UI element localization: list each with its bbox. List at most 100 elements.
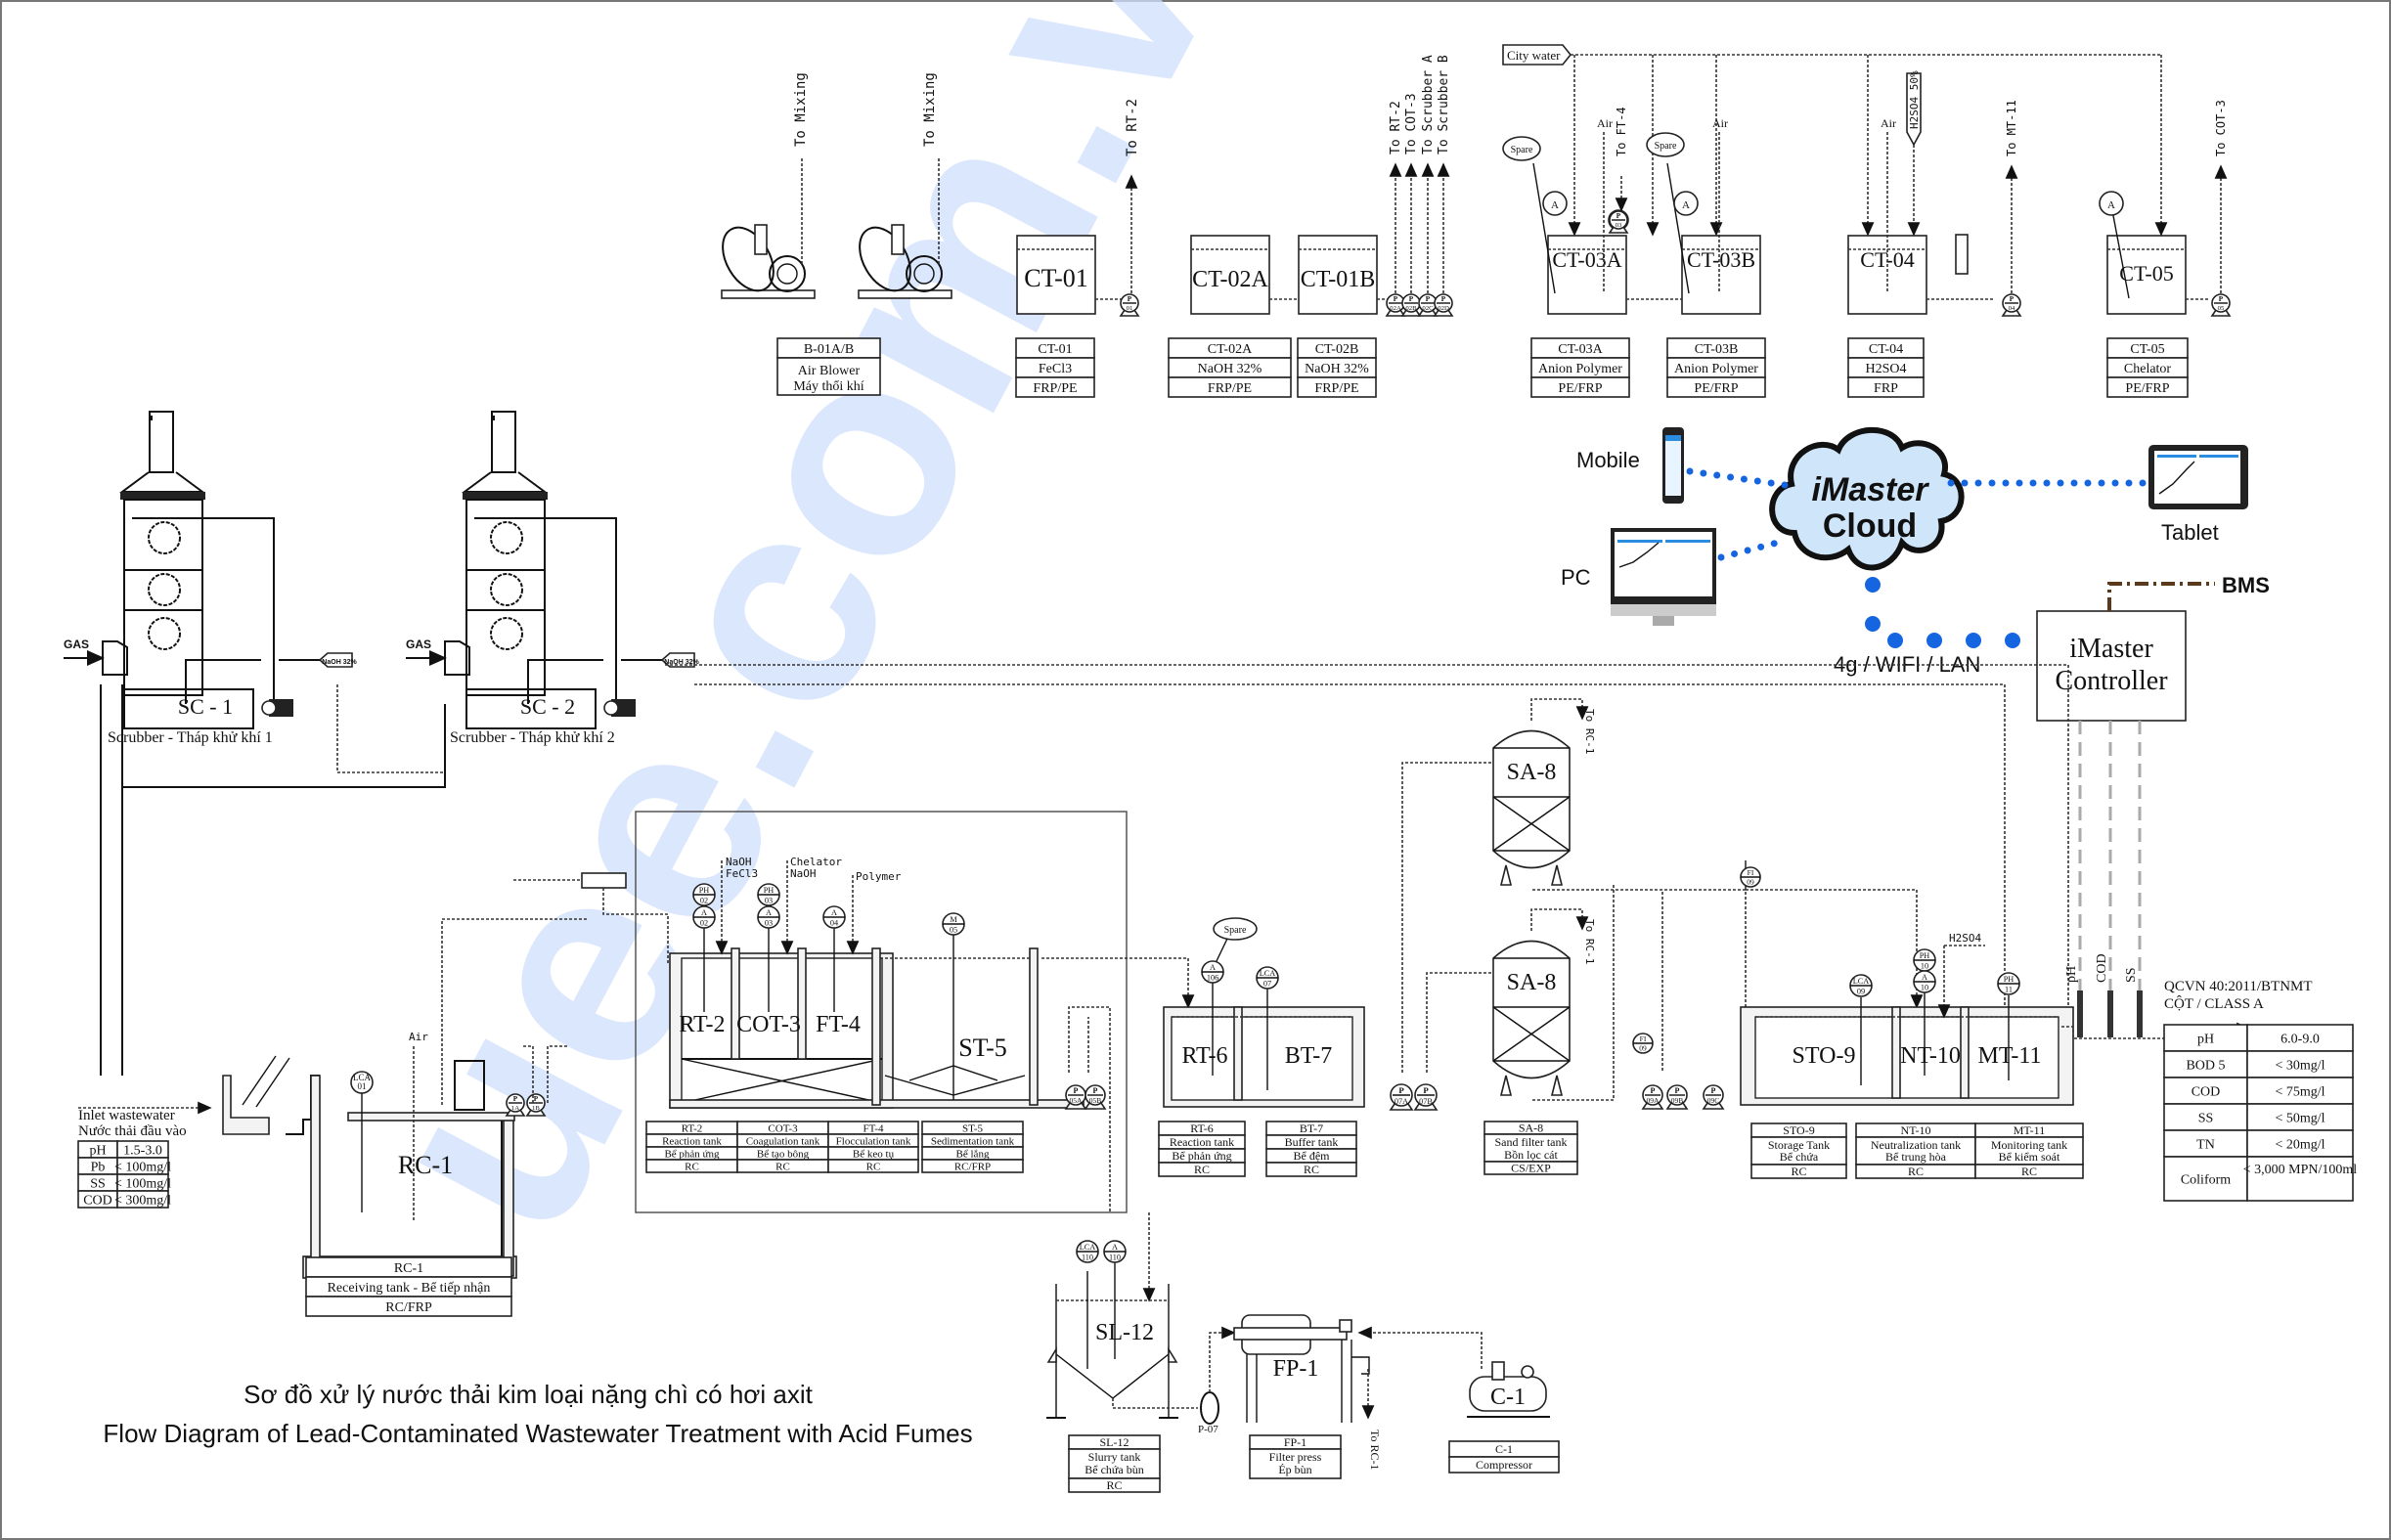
to-label: To MT-11 (2005, 100, 2018, 156)
table-cell (921, 1159, 1024, 1173)
pump-number: 02A (1390, 305, 1401, 312)
city-water-label: City water (1507, 48, 1561, 63)
to-label: To Scrubber A (1421, 55, 1436, 154)
pump-number: 03 (1616, 222, 1622, 229)
pump-number: 1B (532, 1105, 540, 1112)
tank-label: CT-02A (1192, 267, 1268, 292)
table-cell-text: CT-03B (1695, 342, 1739, 357)
table-cell-text: RC (2021, 1165, 2037, 1178)
pump-icon: P1B (525, 1093, 547, 1117)
dosing-label: FeCl3 (726, 867, 758, 880)
table-cell-text: Máy thổi khí (793, 379, 863, 394)
pump-number: 02B (1405, 305, 1417, 312)
table-cell (827, 1159, 919, 1173)
table-cell (1750, 1136, 1847, 1166)
instrument-bubble: A02 (692, 905, 716, 929)
instrument-bubble: A03 (757, 905, 780, 929)
to-rc-1-label: To RC-1 (1583, 919, 1596, 964)
gas-label: GAS (406, 638, 431, 651)
to-rc-1-label: To RC-1 (1583, 709, 1596, 754)
table-cell-text: Bể chứa bùn (1085, 1463, 1144, 1476)
sand-filter-tank: SA-8To RC-1 (1492, 698, 1596, 886)
instrument-number: 07 (1263, 979, 1271, 988)
table-cell-text: FeCl3 (1039, 362, 1072, 376)
table-cell-text: RC (685, 1161, 699, 1172)
table-cell-text: Bể lắng (956, 1148, 990, 1160)
table-cell (1249, 1448, 1342, 1479)
table-cell-text: < 50mg/l (2275, 1111, 2325, 1125)
pump-tag: P (1398, 1085, 1404, 1095)
table-cell (2246, 1103, 2354, 1131)
table-cell-text: Neutralization tank (1871, 1138, 1961, 1152)
instrument-number: 05 (950, 925, 957, 934)
table-cell-text: H2SO4 (1865, 362, 1906, 376)
table-cell-text: CT-02A (1208, 342, 1253, 357)
table-cell-text: RT-2 (682, 1122, 703, 1134)
table-cell-text: SA-8 (1519, 1122, 1543, 1135)
air-label: Air (1712, 116, 1728, 130)
table-cell (2163, 1156, 2248, 1202)
tank-label: CT-01 (1024, 264, 1088, 292)
gas-label: GAS (64, 638, 89, 651)
instrument-number: 01 (358, 1081, 367, 1091)
table-cell-text: Bể kiểm soát (1999, 1150, 2060, 1164)
chemical-dosing-section: To Mixing To Mixing CT-01 To RT-2 CT-02A… (721, 44, 2232, 398)
table-cell-text: CT-01 (1038, 342, 1072, 357)
table-cell-text: Chelator (2124, 362, 2172, 376)
mobile-device-icon (1662, 427, 1684, 504)
table-cell-text: Pb (91, 1160, 106, 1174)
agitator-tag: A (1682, 199, 1690, 211)
table-cell-text: Reaction tank (662, 1135, 722, 1147)
agitator-tag: A (2107, 199, 2115, 211)
table-cell-text: RC-1 (394, 1261, 423, 1276)
instrument-bubble: A04 (822, 905, 846, 929)
table-cell-text: RC (1304, 1163, 1319, 1176)
table-cell-text: TN (2196, 1137, 2215, 1152)
table-cell-text: Receiving tank - Bể tiếp nhận (328, 1281, 491, 1296)
pump-tag: P (1423, 1085, 1429, 1095)
table-cell-text: RC (1194, 1163, 1210, 1176)
instrument-tag: PH (1920, 951, 1930, 960)
table-cell-text: Bồn lọc cát (1504, 1148, 1558, 1162)
pc-label: PC (1561, 565, 1591, 590)
instrument-tag: PH (2004, 975, 2015, 984)
sensor-probe (2077, 990, 2083, 1037)
sand-filter-tanks: SA-8To RC-1SA-8To RC-1 (1492, 698, 1596, 1096)
instrument-number: 110 (1082, 1253, 1093, 1261)
table-cell-text: 1.5-3.0 (123, 1143, 162, 1158)
table-cell-text: Storage Tank (1768, 1138, 1830, 1152)
scrubber-caption: Scrubber - Tháp khử khí 1 (108, 729, 273, 746)
tank-rt-6-label: RT-6 (1181, 1043, 1227, 1069)
instrument-number: 106 (1207, 973, 1218, 982)
controller-link (1865, 577, 2045, 648)
table-cell-text: Buffer tank (1285, 1135, 1339, 1149)
instrument-number: 04 (830, 918, 838, 927)
table-cell-text: Sand filter tank (1495, 1135, 1568, 1149)
sensor-probe (2107, 990, 2113, 1037)
pc-link (1717, 537, 1789, 561)
bms-label: BMS (2222, 573, 2270, 597)
pump-tag: P (513, 1095, 518, 1103)
table-cell-text: Filter press (1269, 1450, 1322, 1464)
table-cell (2163, 1103, 2248, 1131)
table-cell-text: NT-10 (1901, 1123, 1931, 1137)
pump-tag: P (1616, 212, 1621, 220)
agitator-tag: A (1551, 199, 1559, 211)
air-blower-2 (858, 156, 952, 299)
table-cell (2246, 1077, 2354, 1105)
instrument-number: 110 (1109, 1253, 1121, 1261)
instrument-number: 11 (2005, 985, 2013, 993)
